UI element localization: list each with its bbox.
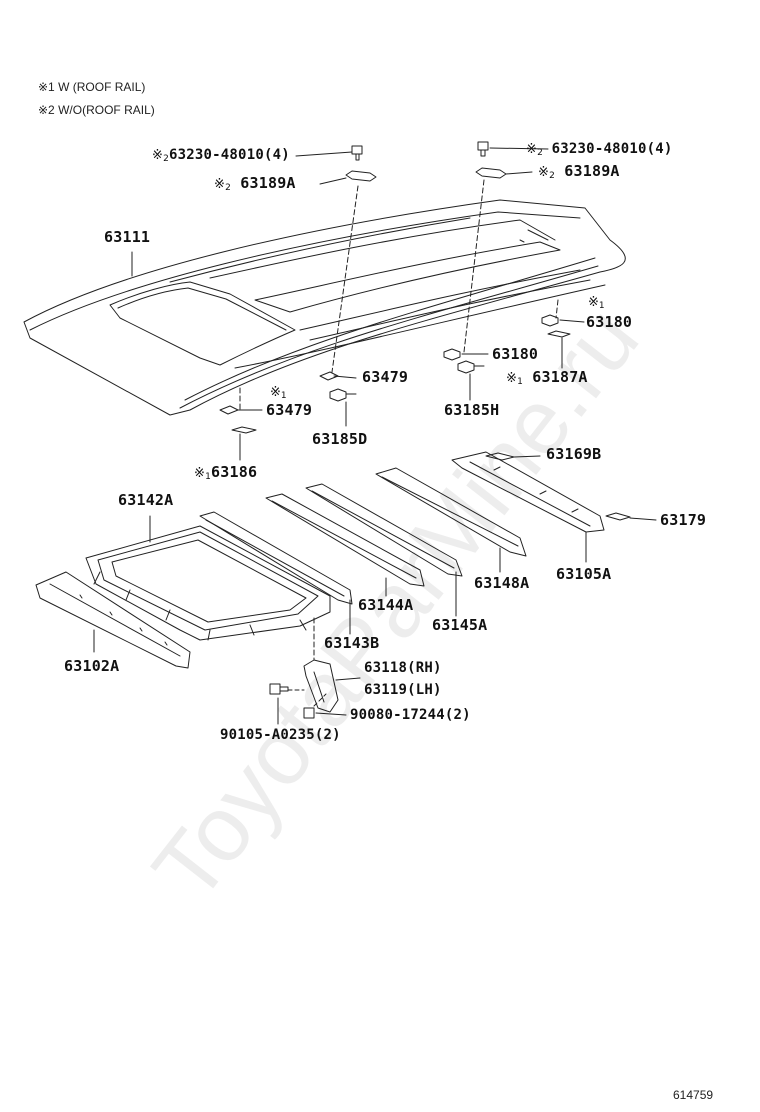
- bolt-63230-right: [477, 141, 489, 157]
- label-63145A[interactable]: 63145A: [432, 616, 488, 634]
- bolt-90105: [269, 683, 289, 695]
- label-63169B[interactable]: 63169B: [546, 445, 602, 463]
- label-90080-17244[interactable]: 90080-17244(2): [350, 707, 471, 723]
- clip-63186: [231, 426, 257, 434]
- sunroof-housing-63142A: [85, 525, 331, 641]
- legend-note-1-mark: ※1: [38, 80, 55, 94]
- mark-1: ※1: [506, 371, 524, 387]
- mark-2: ※2: [526, 142, 544, 158]
- mark-2: ※2: [214, 177, 232, 193]
- legend-note-2-mark: ※2: [38, 103, 55, 117]
- label-63144A[interactable]: 63144A: [358, 596, 414, 614]
- roof-bow-63143B: [199, 511, 353, 605]
- mark-1-63180: ※1: [588, 295, 605, 311]
- label-63143B[interactable]: 63143B: [324, 634, 380, 652]
- label-63119[interactable]: 63119(LH): [364, 682, 442, 698]
- legend-note-1: ※1 W (ROOF RAIL): [38, 80, 145, 94]
- legend-note-2: ※2 W/O(ROOF RAIL): [38, 103, 155, 117]
- nut-90080: [303, 707, 315, 719]
- label-63189A-left[interactable]: ※2 63189A: [214, 174, 296, 193]
- mark-1: ※1: [194, 466, 212, 482]
- clip-63185H: [457, 360, 485, 374]
- clip-63179: [605, 512, 631, 521]
- roof-bow-63148A: [375, 467, 527, 557]
- legend-note-2-text: W/O(ROOF RAIL): [58, 103, 155, 117]
- label-63180-lower[interactable]: 63180: [492, 345, 539, 363]
- label-63111[interactable]: 63111: [104, 228, 151, 246]
- label-90105-A0235[interactable]: 90105-A0235(2): [220, 727, 341, 743]
- figure-number: 614759: [673, 1088, 714, 1102]
- rear-header-63105A: [451, 451, 605, 533]
- label-63186[interactable]: ※163186: [194, 463, 258, 482]
- label-63187A[interactable]: ※1 63187A: [506, 368, 588, 387]
- label-63185D[interactable]: 63185D: [312, 430, 368, 448]
- label-63189A-right[interactable]: ※2 63189A: [538, 162, 620, 181]
- clip-63180-lower: [443, 348, 461, 361]
- bracket-63118-63119: [303, 659, 339, 713]
- roof-bow-63145A: [305, 483, 463, 577]
- label-63105A[interactable]: 63105A: [556, 565, 612, 583]
- label-63179[interactable]: 63179: [660, 511, 707, 529]
- label-63148A[interactable]: 63148A: [474, 574, 530, 592]
- clip-63189A-right: [475, 167, 507, 179]
- label-63142A[interactable]: 63142A: [118, 491, 174, 509]
- roof-panel-shape: [23, 199, 626, 416]
- clip-63189A-left: [345, 170, 377, 182]
- label-63185H[interactable]: 63185H: [444, 401, 500, 419]
- label-63479-upper[interactable]: 63479: [362, 368, 409, 386]
- label-63102A[interactable]: 63102A: [64, 657, 120, 675]
- label-63180-upper[interactable]: 63180: [586, 313, 633, 331]
- label-63118[interactable]: 63118(RH): [364, 660, 442, 676]
- clip-63185D: [329, 388, 357, 402]
- legend-note-1-text: W (ROOF RAIL): [58, 80, 146, 94]
- label-63230-48010-right[interactable]: ※2 63230-48010(4): [526, 141, 673, 158]
- clip-63479-lower: [219, 405, 239, 415]
- label-63479-lower[interactable]: 63479: [266, 401, 313, 419]
- roof-bow-63144A: [265, 493, 425, 587]
- label-63230-48010-left[interactable]: ※263230-48010(4): [152, 147, 290, 164]
- mark-1-63479: ※1: [270, 385, 287, 401]
- front-header-63102A: [35, 571, 191, 669]
- mark-2: ※2: [538, 165, 556, 181]
- clip-63180-upper: [541, 314, 559, 327]
- bolt-63230-left: [351, 145, 363, 161]
- mark-2: ※2: [152, 148, 170, 164]
- clip-63187A: [547, 330, 571, 338]
